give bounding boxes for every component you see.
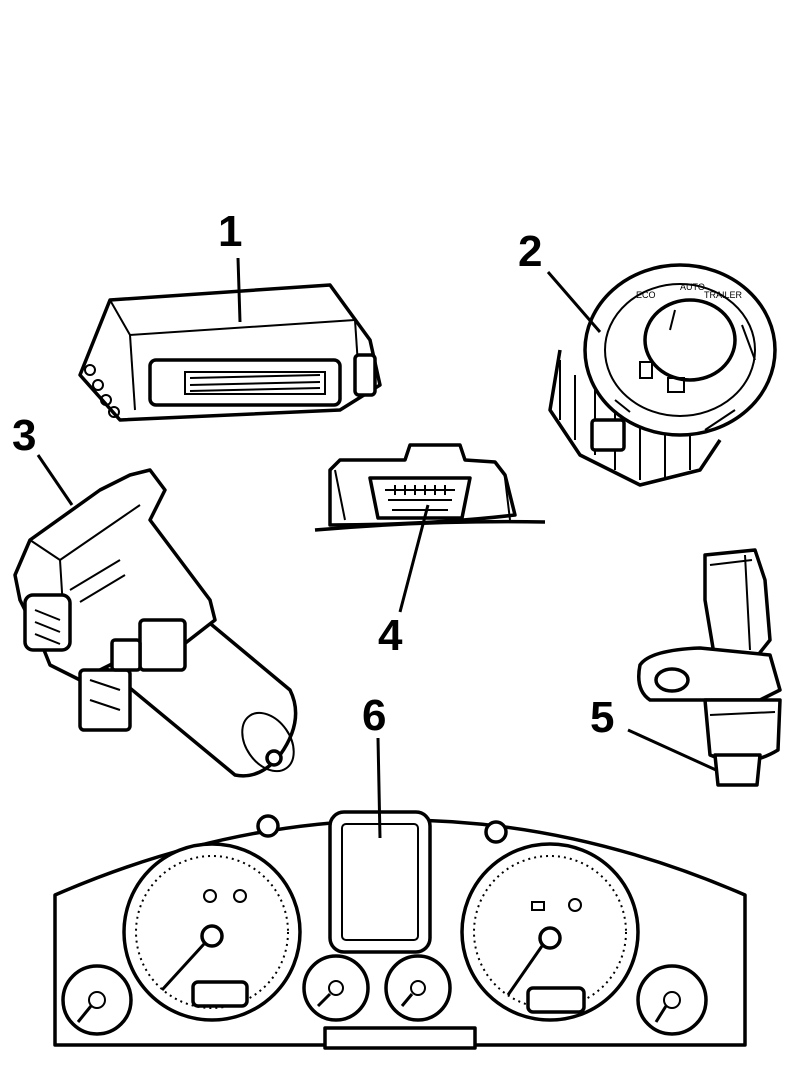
leader-lines: [36, 257, 717, 839]
leader-line-3: [36, 454, 74, 506]
component-1-control-module: [78, 283, 382, 422]
callout-2: 2: [518, 227, 542, 276]
component-5-speed-sensor: [637, 548, 782, 787]
callout-5: 5: [590, 693, 614, 742]
callout-numbers: 1 2 3 4 5 6: [12, 207, 614, 742]
component-2-rotary-switch: ECO AUTO TRAILER: [548, 263, 777, 487]
leader-line-5: [627, 728, 717, 772]
callout-4: 4: [378, 611, 403, 660]
leader-line-2: [546, 271, 602, 333]
component-3-actuator-motor: [13, 468, 298, 778]
callout-3: 3: [12, 411, 36, 460]
switch-label-eco: ECO: [636, 290, 656, 300]
callout-1: 1: [218, 207, 242, 256]
component-4-diagnostic-socket: [314, 443, 546, 532]
switch-label-trailer: TRAILER: [704, 290, 743, 300]
component-6-instrument-cluster: [53, 810, 747, 1050]
leader-line-4: [398, 504, 430, 613]
leader-line-1: [236, 257, 242, 323]
switch-label-auto: AUTO: [680, 282, 705, 292]
leader-line-6: [376, 737, 382, 839]
callout-6: 6: [362, 691, 386, 740]
